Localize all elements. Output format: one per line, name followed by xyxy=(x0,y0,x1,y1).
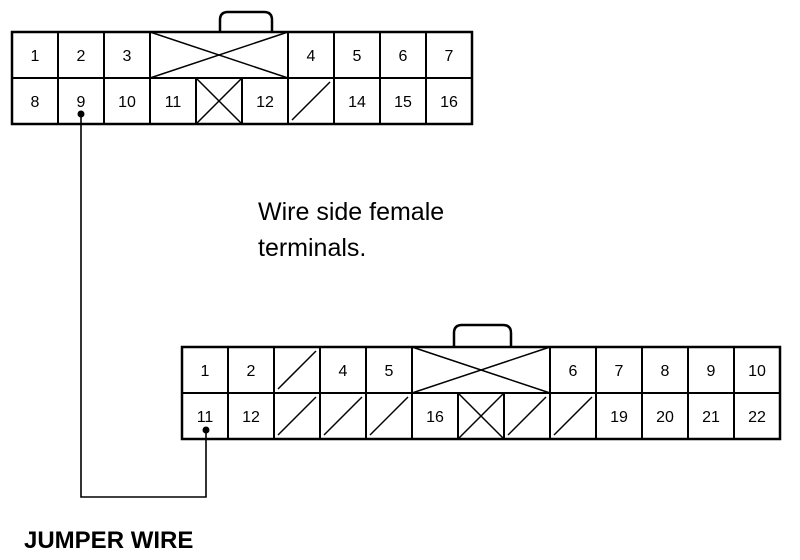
terminal-label: 10 xyxy=(118,94,136,111)
terminal-label: 7 xyxy=(615,363,624,380)
terminal-label: 22 xyxy=(748,409,766,426)
connector-b-terminal xyxy=(687,346,735,394)
terminal-label: 2 xyxy=(247,363,256,380)
connector-b: 1 2 4 5 6 7 8 9 10 11 12 16 19 20 21 22 xyxy=(180,323,782,441)
terminal-label: 16 xyxy=(426,409,444,426)
terminal-label: 4 xyxy=(307,48,316,65)
note-line-1: Wire side female xyxy=(258,198,444,226)
connector-a: 1 2 3 4 5 6 7 8 9 10 11 12 14 15 16 xyxy=(10,10,474,126)
connector-b-empty-mark xyxy=(369,396,409,436)
connector-b-housing xyxy=(180,345,782,441)
connector-a-terminal xyxy=(333,31,381,79)
connector-b-empty-mark xyxy=(277,396,317,436)
terminal-label: 4 xyxy=(339,363,348,380)
terminal-label: 2 xyxy=(77,48,86,65)
terminal-label: 21 xyxy=(702,409,720,426)
note-line-2: terminals. xyxy=(258,234,366,262)
connector-a-unused-mark xyxy=(149,31,289,79)
jumper-wire-caption: JUMPER WIRE xyxy=(24,527,193,554)
connector-b-empty-mark xyxy=(553,396,593,436)
jumper-wire-contact-point xyxy=(77,110,85,118)
terminal-label: 11 xyxy=(165,94,182,111)
connector-b-unused-mark xyxy=(411,346,551,394)
connector-b-latch xyxy=(452,323,513,347)
connector-b-empty-mark xyxy=(507,396,547,436)
terminal-label: 3 xyxy=(123,48,132,65)
connector-a-terminal xyxy=(333,77,381,125)
terminal-label: 14 xyxy=(348,94,366,111)
connector-b-terminal xyxy=(687,392,735,440)
terminal-label: 15 xyxy=(394,94,412,111)
terminal-label: 10 xyxy=(748,363,766,380)
connector-b-unused-mark xyxy=(457,392,505,440)
terminal-label: 20 xyxy=(656,409,674,426)
terminal-label: 11 xyxy=(197,409,214,426)
terminal-label: 6 xyxy=(399,48,408,65)
terminal-label: 5 xyxy=(385,363,394,380)
terminal-label: 1 xyxy=(201,363,210,380)
connector-b-empty-mark xyxy=(323,396,363,436)
terminal-label: 6 xyxy=(569,363,578,380)
terminal-label: 1 xyxy=(31,48,40,65)
connector-a-empty-mark xyxy=(291,81,331,121)
terminal-label: 19 xyxy=(610,409,628,426)
connector-a-unused-mark xyxy=(195,77,243,125)
terminal-label: 8 xyxy=(661,363,670,380)
terminal-label: 5 xyxy=(353,48,362,65)
jumper-wire-line xyxy=(80,114,207,498)
connector-b-empty-mark xyxy=(277,350,317,390)
jumper-wire-contact-point xyxy=(202,426,210,434)
terminal-label: 16 xyxy=(440,94,458,111)
connector-a-terminal xyxy=(379,31,427,79)
terminal-label: 9 xyxy=(77,94,86,111)
terminal-label: 7 xyxy=(445,48,454,65)
terminal-label: 9 xyxy=(707,363,716,380)
connector-a-housing xyxy=(10,30,474,126)
terminal-label: 12 xyxy=(242,409,260,426)
jumper-wire xyxy=(77,110,210,498)
connector-a-latch xyxy=(218,10,274,32)
terminal-label: 12 xyxy=(256,94,274,111)
terminal-label: 8 xyxy=(31,94,40,111)
